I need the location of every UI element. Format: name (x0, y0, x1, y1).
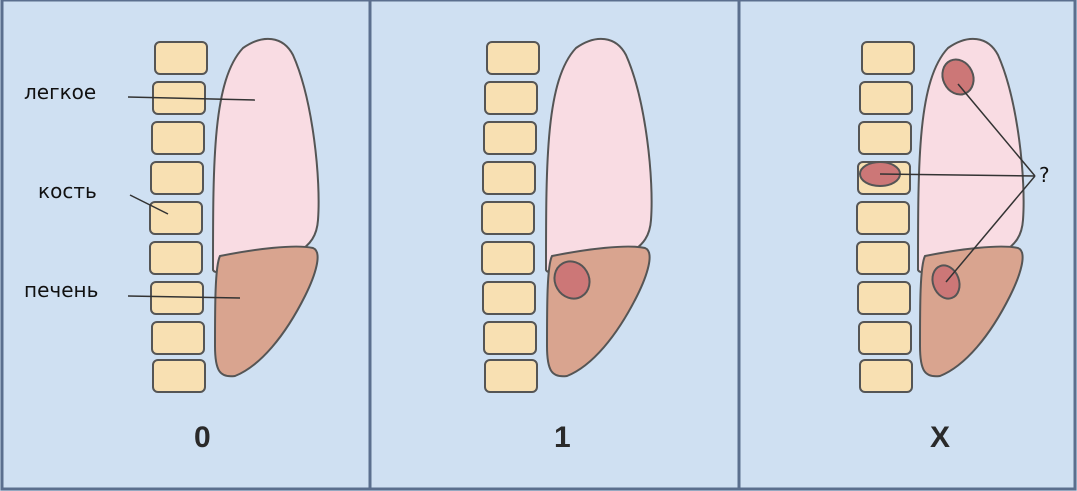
lung-label: легкое (24, 80, 96, 104)
panel-x-caption: X (930, 421, 950, 454)
bone-label: кость (38, 179, 97, 203)
panel-1-caption: 1 (554, 421, 571, 454)
spine-1 (482, 42, 539, 392)
liver-label: печень (24, 278, 98, 302)
panel-0-caption: 0 (194, 421, 211, 454)
question-label: ? (1039, 163, 1050, 187)
spine-x (857, 42, 914, 392)
spine-0 (150, 42, 207, 392)
